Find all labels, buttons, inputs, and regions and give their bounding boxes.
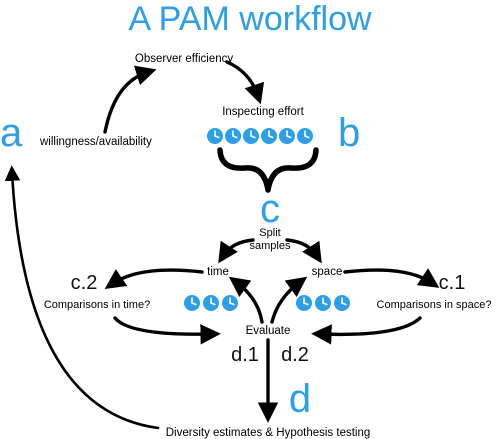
clock-icon <box>242 127 260 145</box>
step-label-d1: d.1 <box>231 344 259 366</box>
time-clock-row <box>183 294 239 312</box>
clock-icon <box>314 294 332 312</box>
step-label-c: c <box>260 187 280 231</box>
step-label-d: d <box>289 377 311 421</box>
step-label-b: b <box>338 111 360 155</box>
node-comparisons-time: Comparisons in time? <box>44 299 150 311</box>
node-observer-efficiency: Observer efficiency <box>135 53 233 65</box>
arrow-willingness-to-observer <box>103 65 157 134</box>
inspecting-clock-row <box>206 127 314 145</box>
node-evaluate: Evaluate <box>246 325 291 337</box>
arrow-space-to-comparisons <box>343 268 440 288</box>
node-split-line2: samples <box>250 240 291 252</box>
grouping-brace <box>217 147 319 193</box>
clock-icon <box>295 294 313 312</box>
clock-icon <box>202 294 220 312</box>
clock-icon <box>224 127 242 145</box>
clock-icon <box>260 127 278 145</box>
node-comparisons-space: Comparisons in space? <box>377 299 492 311</box>
clock-icon <box>183 294 201 312</box>
diagram-title: A PAM workflow <box>128 0 372 38</box>
arrow-evaluate-to-space <box>270 276 308 324</box>
clock-icon <box>278 127 296 145</box>
node-willingness: willingness/availability <box>39 136 152 148</box>
node-split-line1: Split <box>259 227 280 239</box>
arrow-split-to-space <box>285 238 322 264</box>
arrow-time-to-comparisons <box>104 268 204 289</box>
step-label-c2: c.2 <box>71 272 98 294</box>
step-label-c1: c.1 <box>439 272 466 294</box>
clock-icon <box>296 127 314 145</box>
step-label-a: a <box>0 111 23 155</box>
node-time: time <box>207 266 229 278</box>
step-label-d2: d.2 <box>281 344 309 366</box>
clock-icon <box>333 294 351 312</box>
arrow-split-to-time <box>218 238 255 264</box>
node-space: space <box>312 266 343 278</box>
space-clock-row <box>295 294 351 312</box>
node-diversity: Diversity estimates & Hypothesis testing <box>166 427 371 439</box>
clock-icon <box>206 127 224 145</box>
clock-icon <box>221 294 239 312</box>
arrow-observer-to-inspecting <box>225 60 265 105</box>
arrow-diversity-to-a <box>4 165 160 430</box>
arrow-comparisons-space-to-evaluate <box>311 316 422 345</box>
node-inspecting-effort: Inspecting effort <box>222 106 304 118</box>
arrow-evaluate-to-time <box>228 276 264 324</box>
arrow-comparisons-time-to-evaluate <box>113 316 221 345</box>
